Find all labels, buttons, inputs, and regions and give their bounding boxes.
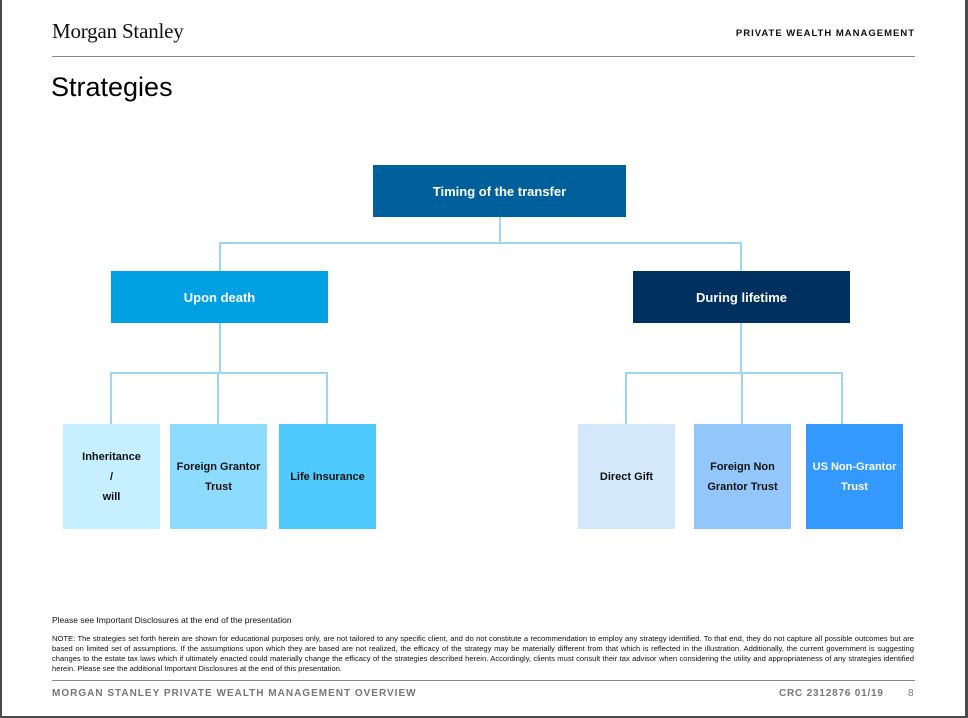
- division-label: PRIVATE WEALTH MANAGEMENT: [735, 28, 915, 39]
- node-text-line: Trust: [205, 480, 232, 493]
- connector-to-foreign-non-grantor: [741, 372, 743, 424]
- connector-to-us-non-grantor: [841, 372, 843, 424]
- node-text-line: Trust: [841, 480, 868, 493]
- connector-root-down: [499, 217, 501, 244]
- connector-to-upon-death: [219, 242, 221, 271]
- footer-compliance-code: CRC 2312876 01/19: [779, 688, 884, 699]
- connector-root-horizontal: [219, 242, 742, 244]
- connector-upon-death-down: [219, 323, 221, 374]
- node-upon-death: Upon death: [111, 271, 328, 323]
- node-text-line: Inheritance: [82, 450, 141, 463]
- node-during-lifetime-label: During lifetime: [695, 289, 787, 305]
- node-text-line: /: [109, 470, 114, 483]
- connector-to-during-lifetime: [740, 242, 742, 271]
- node-foreign-grantor-trust: Foreign Grantor Trust: [170, 424, 267, 529]
- node-text-line: Foreign Non: [710, 460, 775, 473]
- connector-upon-death-horizontal: [110, 372, 328, 374]
- connector-to-inheritance: [110, 372, 112, 424]
- node-life-insurance: Life Insurance: [279, 424, 376, 529]
- node-during-lifetime: During lifetime: [633, 271, 850, 323]
- node-text-line: Direct Gift: [599, 470, 654, 483]
- node-timing-of-transfer: Timing of the transfer: [373, 165, 626, 217]
- node-text-line: will: [102, 490, 121, 503]
- node-inheritance-will: Inheritance / will: [63, 424, 160, 529]
- connector-to-direct-gift: [625, 372, 627, 424]
- disclaimer-note: NOTE: The strategies set forth herein ar…: [52, 634, 914, 673]
- header-divider: [52, 56, 915, 57]
- page-number: 8: [908, 688, 914, 699]
- node-timing-of-transfer-label: Timing of the transfer: [432, 183, 567, 199]
- node-upon-death-label: Upon death: [183, 289, 256, 305]
- page-title: Strategies: [51, 72, 173, 102]
- node-us-non-grantor-trust: US Non-Grantor Trust: [806, 424, 903, 529]
- node-text-line: Life Insurance: [290, 470, 365, 483]
- connector-to-life-insurance: [326, 372, 328, 424]
- morgan-stanley-logo: Morgan Stanley: [52, 19, 184, 43]
- footer-title: MORGAN STANLEY PRIVATE WEALTH MANAGEMENT…: [52, 688, 417, 699]
- node-text-line: US Non-Grantor: [812, 460, 897, 473]
- footer-divider: [52, 680, 915, 681]
- disclosure-reference: Please see Important Disclosures at the …: [52, 615, 292, 625]
- connector-during-lifetime-horizontal: [625, 372, 843, 374]
- connector-during-lifetime-down: [740, 323, 742, 374]
- node-direct-gift: Direct Gift: [578, 424, 675, 529]
- node-text-line: Foreign Grantor: [176, 460, 261, 473]
- node-foreign-non-grantor-trust: Foreign Non Grantor Trust: [694, 424, 791, 529]
- connector-to-foreign-grantor: [217, 372, 219, 424]
- node-text-line: Grantor Trust: [707, 480, 778, 493]
